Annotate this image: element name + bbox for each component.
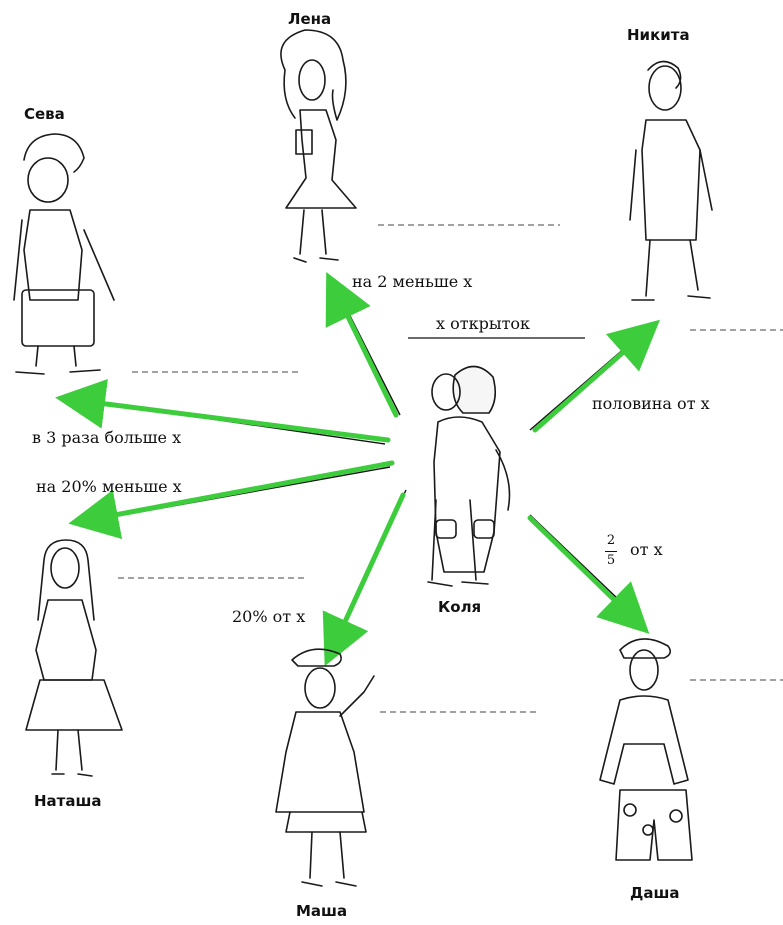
green-arrows (55, 272, 661, 667)
name-natasha: Наташа (34, 792, 102, 810)
relation-dasha-rest: от x (630, 540, 663, 559)
name-seva: Сева (24, 105, 65, 123)
name-kolya: Коля (438, 598, 482, 616)
natasha-figure (25, 539, 123, 777)
lena-figure (280, 29, 357, 263)
masha-figure (275, 648, 375, 887)
relation-kolya: x открыток (436, 314, 531, 333)
arrow-to-masha (322, 492, 406, 667)
relation-lena: на 2 меньше x (352, 272, 473, 291)
relation-masha: 20% от x (232, 607, 306, 626)
name-lena: Лена (288, 10, 332, 28)
relation-seva: в 3 раза больше x (32, 428, 182, 447)
name-nikita: Никита (627, 26, 690, 44)
relation-nikita: половина от x (592, 394, 710, 413)
fraction-bar (605, 551, 617, 552)
kolya-figure (427, 365, 511, 587)
fraction-numerator: 2 (606, 533, 616, 548)
seva-figure (13, 133, 115, 375)
name-dasha: Даша (630, 884, 680, 902)
name-masha: Маша (296, 902, 348, 920)
dasha-figure (599, 638, 693, 861)
arrow-to-nikita (532, 319, 661, 433)
fraction-denominator: 5 (606, 553, 616, 568)
arrow-to-lena (325, 272, 399, 418)
relation-natasha: на 20% меньше x (36, 477, 182, 496)
nikita-figure (629, 60, 713, 301)
arrow-to-seva (55, 379, 391, 443)
arrow-to-natasha (68, 460, 395, 540)
arrow-to-dasha (527, 515, 650, 634)
